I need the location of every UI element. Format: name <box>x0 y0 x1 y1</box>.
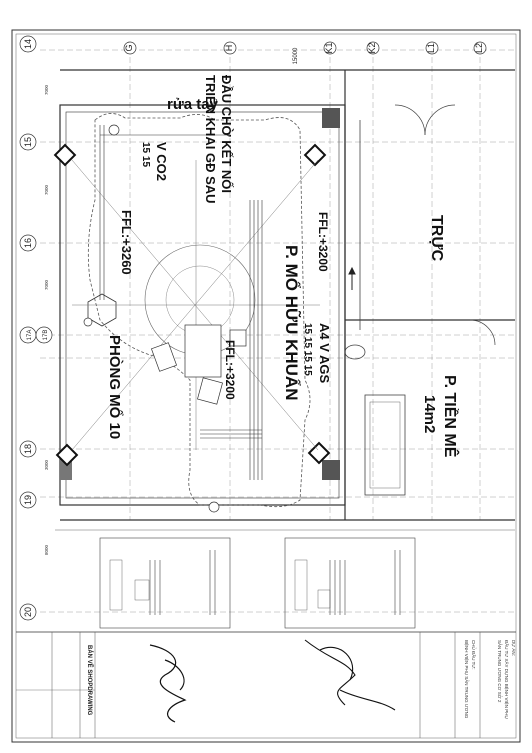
dim-3: 7000 <box>44 279 49 290</box>
note-ffl-right: FFL:+3200 <box>223 340 237 400</box>
ceiling-lines <box>71 159 320 451</box>
note-rua-tay: rửa tay <box>167 96 219 113</box>
grid-label-k1: K1 <box>324 42 334 53</box>
grid-label-15: 15 <box>23 137 33 147</box>
corner-pendants <box>53 143 331 467</box>
dim-5: 8000 <box>44 544 49 555</box>
sheet-title: BẢN VẼ SHOPDRAWING <box>86 645 93 716</box>
note-gas-sizes: 15 15 15 15 <box>302 323 313 376</box>
project-line-3: SẢN TRUNG ƯƠNG CƠ SỞ 2 <box>497 640 503 703</box>
grid-label-h: H <box>224 45 234 52</box>
note-area: 14m2 <box>421 395 438 433</box>
sheet-border <box>11 29 521 743</box>
equipment <box>150 324 247 405</box>
note-v-co2-sizes: 15 15 <box>140 142 151 167</box>
handwritten-annotations: rửa tay ĐẦU CHỜ KẾT NỐI TRIỂN KHAI GĐ SA… <box>106 75 460 458</box>
project-line-1: DỰ ÁN: <box>511 640 517 656</box>
project-line-5: BỆNH VIỆN PHỤ SẢN TRUNG ƯƠNG <box>464 640 471 719</box>
note-dau-cho: ĐẦU CHỜ KẾT NỐI <box>219 75 234 193</box>
grid-label-l1: L1 <box>426 43 436 53</box>
walls <box>59 69 515 521</box>
grid-label-20: 20 <box>23 607 33 617</box>
dim-2: 7000 <box>44 184 49 195</box>
right-room-fixtures <box>344 120 406 496</box>
columns <box>60 108 340 480</box>
note-mo-huu-khuan: P. MỔ HỮU KHUẨN <box>282 245 302 400</box>
note-phong-mo-10: PHÒNG MỔ 10 <box>106 335 124 439</box>
dim-1: 7000 <box>44 84 49 95</box>
dimensions-left: 7000 7000 7000 3000 8000 <box>44 84 49 555</box>
signature-right <box>304 639 396 711</box>
note-tien-me: P. TIỀN MÊ <box>441 375 460 458</box>
dim-4: 3000 <box>44 459 49 470</box>
project-line-2: ĐẦU TƯ XÂY DỰNG BỆNH VIỆN PHỤ <box>504 640 511 719</box>
pipe-marker-bottom <box>208 501 220 513</box>
grid-label-18: 18 <box>23 444 33 454</box>
grid-bubbles-numbers <box>19 35 53 621</box>
grid-label-14: 14 <box>23 39 33 49</box>
grid-label-k2: K2 <box>367 42 377 53</box>
grid-bubbles-letters <box>123 41 487 55</box>
note-trien-khai: TRIỂN KHAI GĐ SAU <box>203 75 218 204</box>
dimension-top: 15000 <box>293 47 299 64</box>
signature-left <box>149 644 187 723</box>
note-ffl-mid: FFL:+3200 <box>316 212 330 272</box>
grid-label-g: G <box>124 44 134 51</box>
note-gas-labels: A4 V AGS <box>317 323 332 384</box>
detail-section-left <box>99 537 231 629</box>
arrow-marker <box>348 266 356 290</box>
project-line-4: CHỦ ĐẦU TƯ: <box>471 640 477 670</box>
room-cloud <box>87 113 311 508</box>
pipe-runs <box>99 125 263 480</box>
grid-label-17b: 17B <box>43 330 49 341</box>
note-ffl-left: FFL:+3260 <box>119 210 134 275</box>
grid-label-17a: 17A <box>27 330 33 341</box>
note-v-co2: V CO2 <box>154 142 169 181</box>
title-block: BẢN VẼ SHOPDRAWING DỰ ÁN: ĐẦU TƯ XÂY DỰN… <box>16 631 517 738</box>
pipe-marker-top <box>108 124 120 136</box>
grid-label-l2: L2 <box>474 43 484 53</box>
note-truc: TRỰC <box>428 215 445 262</box>
door-swings <box>394 104 496 346</box>
grid-label-16: 16 <box>23 238 33 248</box>
grid-label-19: 19 <box>23 495 33 505</box>
detail-section-right <box>284 537 416 629</box>
